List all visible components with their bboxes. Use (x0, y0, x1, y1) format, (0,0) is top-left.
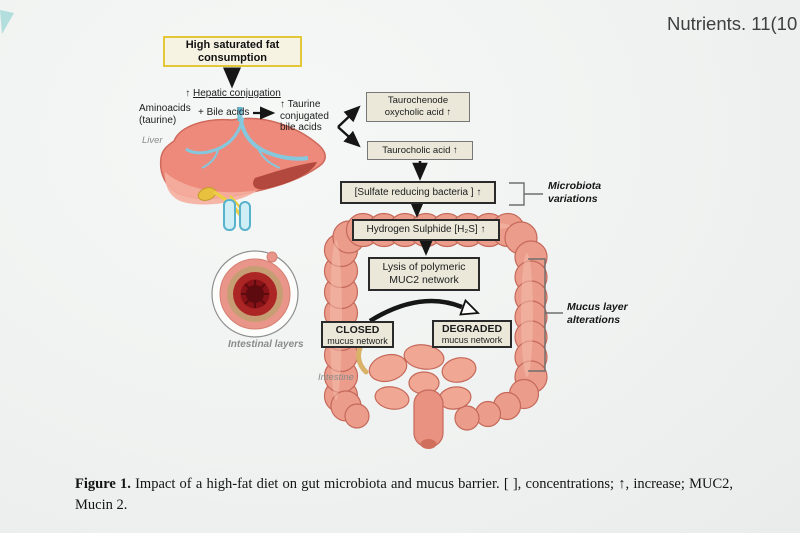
intestinal-layers-label: Intestinal layers (228, 339, 304, 350)
arrow-to-taurocholic (337, 126, 361, 148)
intestine-illustration (323, 212, 548, 449)
liver-illustration (159, 107, 326, 231)
intestine-label: Intestine (318, 372, 354, 383)
caption-label: Figure 1. (75, 476, 131, 492)
journal-reference: Nutrients. 11(10 (667, 13, 798, 34)
appendix (356, 341, 369, 375)
flow-arrows (223, 67, 481, 323)
increase-arrow: ↑ (185, 88, 191, 99)
liver-label: Liver (142, 135, 163, 146)
mucus-bracket (528, 258, 546, 372)
degraded-title: DEGRADED (441, 323, 503, 335)
taurocholic-box: Taurocholic acid ↑ (367, 141, 473, 160)
microbiota-variations-label: Microbiota variations (548, 180, 602, 205)
high-fat-consumption-box: High saturated fat consumption (163, 36, 302, 67)
arrow-to-taurochenode (337, 105, 361, 128)
taurine-conjugated-label: ↑ Taurine conjugated bile acids (280, 99, 329, 133)
caption-text: Impact of a high-fat diet on gut microbi… (75, 476, 733, 513)
hydrogen-sulphide-box: Hydrogen Sulphide [H₂S] ↑ (352, 219, 500, 241)
figure-caption: Figure 1. Impact of a high-fat diet on g… (75, 474, 733, 516)
aminoacids-label: Aminoacids (taurine) (139, 103, 191, 126)
arrowhead-closed-to-degraded (459, 298, 481, 316)
teal-corner-accent (0, 10, 14, 34)
annotation-brackets (509, 182, 563, 372)
bile-acids-label: + Bile acids (198, 107, 250, 118)
degraded-subtitle: mucus network (441, 335, 503, 345)
lysis-muc2-box: Lysis of polymeric MUC2 network (368, 257, 480, 291)
closed-title: CLOSED (335, 323, 380, 336)
hepatic-conjugation-label: ↑ Hepatic conjugation (185, 88, 281, 99)
microbiota-bracket (509, 182, 525, 206)
taurochenode-box: Taurochenode oxycholic acid ↑ (366, 92, 470, 122)
closed-subtitle: mucus network (327, 335, 388, 346)
degraded-mucus-box: DEGRADED mucus network (432, 320, 512, 348)
mucus-layer-alterations-label: Mucus layer alterations (567, 301, 628, 326)
intestinal-layers-illustration (211, 250, 299, 338)
sulfate-reducing-bacteria-box: [Sulfate reducing bacteria ] ↑ (340, 181, 496, 204)
arrow-closed-to-degraded (368, 298, 463, 323)
closed-mucus-box: CLOSED mucus network (321, 321, 394, 348)
